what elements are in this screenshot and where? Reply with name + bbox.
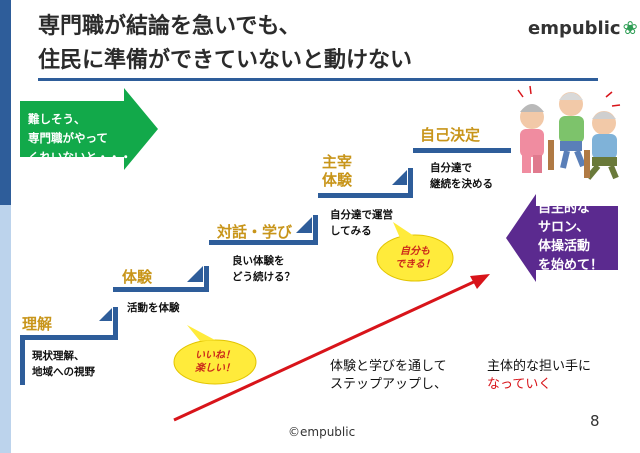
purple-arrow-line-4: を始めて！ bbox=[538, 258, 604, 273]
summary-left: 体験と学びを通して ステップアップし、 bbox=[330, 358, 447, 394]
summary-left-line-1: 体験と学びを通して bbox=[330, 359, 447, 374]
staircase-steps bbox=[20, 148, 511, 340]
green-arrow-line-2: 専門職がやって bbox=[28, 131, 108, 145]
summary-right: 主体的な担い手に なっていく bbox=[487, 358, 591, 394]
title-line-1: 専門職が結論を急いでも、 bbox=[38, 14, 301, 39]
page-number: 8 bbox=[590, 412, 600, 430]
summary-right-line-2: なっていく bbox=[487, 377, 552, 392]
step-3-text-line-2: どう続ける？ bbox=[232, 271, 295, 283]
step-4-label-line-2: 体験 bbox=[322, 171, 353, 189]
bubble-left-line-1: いいね！ bbox=[195, 350, 235, 361]
step-3-text: 良い体験を どう続ける？ bbox=[232, 253, 295, 285]
copyright: ©empublic bbox=[288, 425, 356, 439]
step-4-label: 主宰 体験 bbox=[322, 153, 352, 189]
page-title: 専門職が結論を急いでも、 住民に準備ができていないと動けない bbox=[38, 10, 412, 78]
summary-right-line-1: 主体的な担い手に bbox=[487, 359, 592, 374]
step-2-text: 活動を体験 bbox=[127, 302, 180, 314]
logo: empublic❀ bbox=[528, 18, 638, 39]
title-line-2: 住民に準備ができていないと動けない bbox=[38, 48, 413, 73]
step-1-label: 理解 bbox=[22, 315, 53, 333]
green-arrow-line-3: くれいないと・・・ bbox=[28, 150, 132, 164]
purple-arrow-line-2: サロン、 bbox=[538, 220, 590, 235]
bubble-left-text: いいね！ 楽しい！ bbox=[180, 349, 250, 375]
step-1-text: 現状理解、 地域への視野 bbox=[32, 348, 95, 380]
step-2-label: 体験 bbox=[122, 268, 153, 286]
step-5-text-line-2: 継続を決める bbox=[430, 178, 493, 190]
progress-arrow-head bbox=[470, 274, 490, 289]
sidebar-accent-bottom bbox=[0, 205, 11, 453]
purple-arrow-line-3: 体操活動 bbox=[538, 239, 591, 254]
elderly-people-illustration bbox=[517, 85, 621, 180]
summary-left-line-2: ステップアップし、 bbox=[330, 377, 448, 392]
step-5-text: 自分達で 継続を決める bbox=[430, 160, 493, 192]
sidebar-accent-top bbox=[0, 0, 11, 205]
logo-text: empubl bbox=[528, 18, 604, 39]
bubble-right-line-1: 自分も bbox=[400, 246, 430, 257]
step-5-label: 自己決定 bbox=[420, 126, 481, 144]
bubble-right-text: 自分も できる！ bbox=[382, 245, 448, 271]
title-divider bbox=[38, 78, 598, 81]
green-arrow-text: 難しそう、 専門職がやって くれいないと・・・ bbox=[28, 110, 132, 167]
leaf-icon: ❀ bbox=[622, 18, 638, 39]
purple-arrow-shape bbox=[506, 194, 618, 282]
logo-text-tail: ic bbox=[603, 18, 621, 39]
green-arrow-shape bbox=[20, 88, 158, 170]
step-1-text-line-2: 地域への視野 bbox=[32, 366, 95, 378]
step-5-text-line-1: 自分達で bbox=[430, 162, 472, 174]
green-arrow-line-1: 難しそう、 bbox=[28, 112, 86, 126]
step-3-text-line-1: 良い体験を bbox=[232, 255, 285, 267]
step-3-label: 対話・学び bbox=[217, 223, 293, 241]
step-4-text: 自分達で運営 してみる bbox=[330, 207, 393, 239]
bubble-left-line-2: 楽しい！ bbox=[195, 363, 235, 374]
step-1-text-line-1: 現状理解、 bbox=[32, 350, 85, 362]
step-4-text-line-2: してみる bbox=[330, 225, 372, 237]
bubble-right-shape bbox=[376, 234, 454, 282]
purple-arrow-line-1: 自主的な bbox=[538, 201, 591, 216]
step-4-label-line-1: 主宰 bbox=[322, 153, 353, 171]
progress-arrow-line bbox=[173, 278, 479, 422]
purple-arrow-text: 自主的な サロン、 体操活動 を始めて！ bbox=[538, 199, 603, 275]
bubble-right-line-2: できる！ bbox=[395, 259, 435, 270]
step-4-text-line-1: 自分達で運営 bbox=[330, 209, 393, 221]
